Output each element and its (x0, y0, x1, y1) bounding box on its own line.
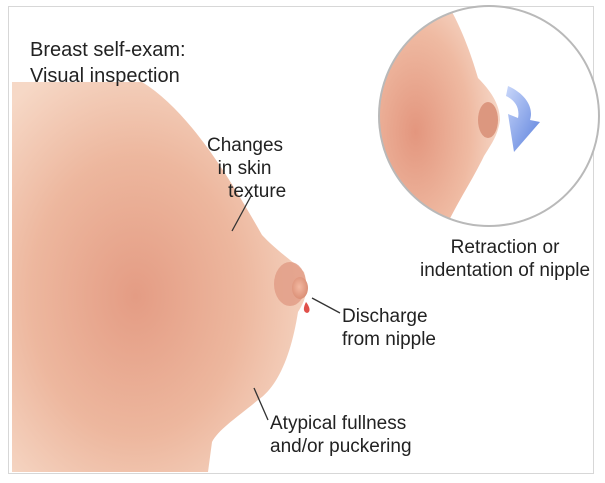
label-skin-texture: Changes in skin texture (207, 134, 286, 203)
nipple (292, 277, 308, 299)
label-fullness: Atypical fullness and/or puckering (270, 412, 412, 458)
label-retraction: Retraction or indentation of nipple (420, 236, 590, 282)
label-discharge: Discharge from nipple (342, 305, 436, 351)
diagram-title: Breast self-exam: Visual inspection (30, 37, 186, 89)
discharge-drop (304, 302, 310, 313)
inset-magnifier (370, 0, 599, 240)
inset-retracted-nipple (478, 102, 498, 138)
leader-line-discharge (312, 298, 340, 313)
